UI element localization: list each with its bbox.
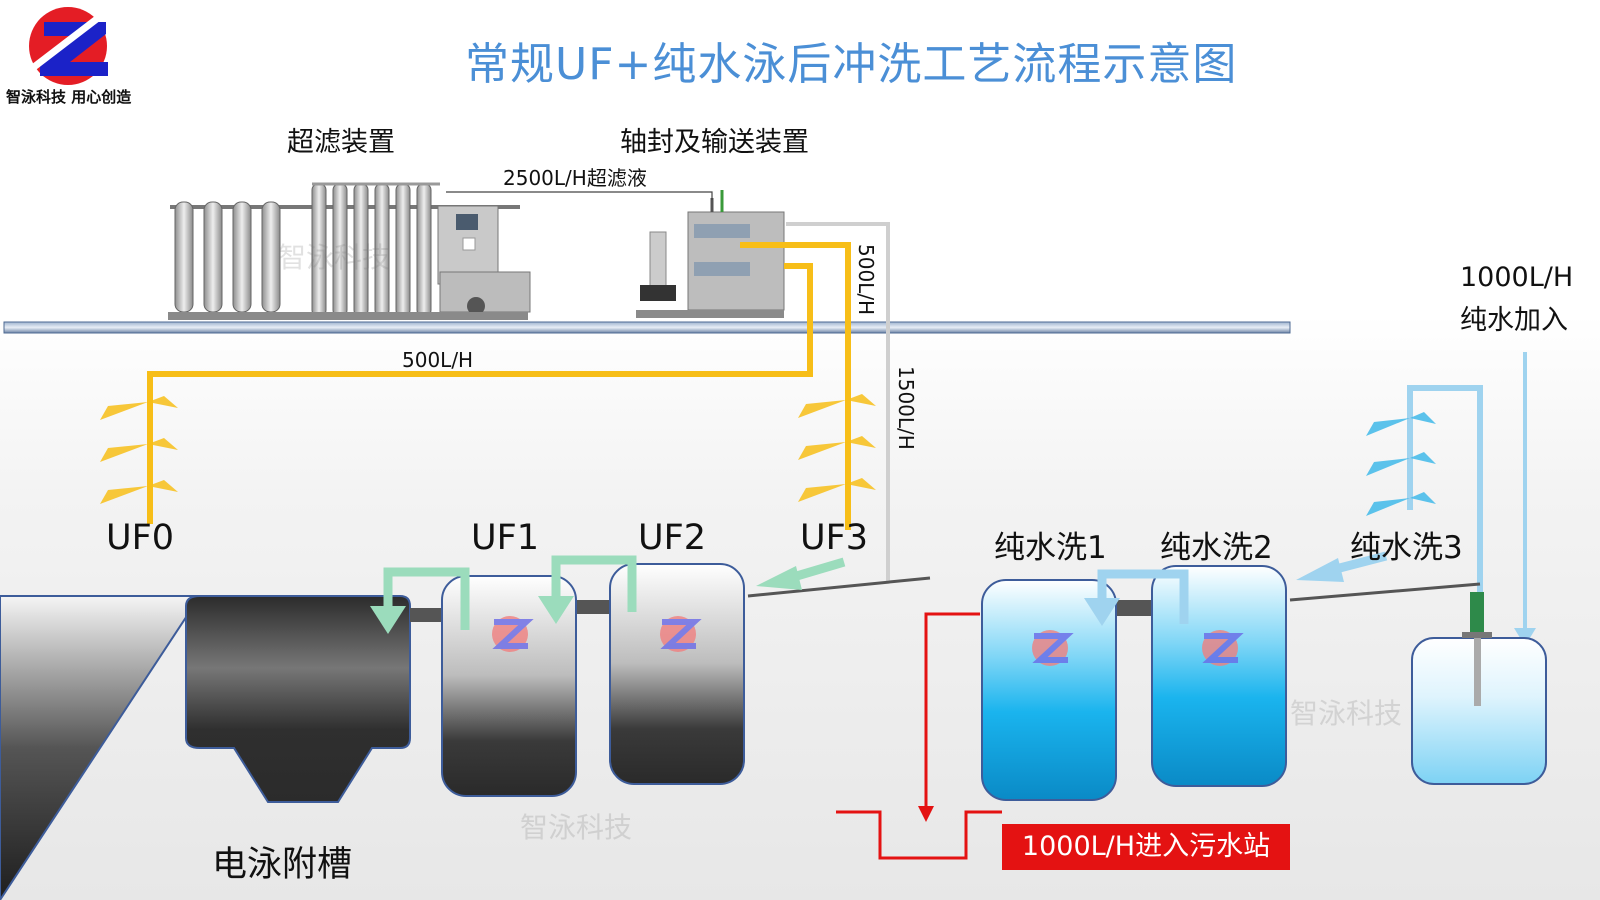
station-label-pw2: 纯水洗2 bbox=[1160, 530, 1273, 566]
station-label-uf3: UF3 bbox=[800, 518, 869, 558]
ultrafiltrate-line bbox=[446, 191, 713, 200]
uf-device-illustration bbox=[168, 182, 531, 320]
connector-ep-uf1 bbox=[410, 608, 442, 622]
waste-station-label: 1000L/H进入污水站 bbox=[1002, 824, 1290, 870]
pump-icon bbox=[1462, 592, 1492, 706]
pure-water-pipes bbox=[1407, 352, 1536, 646]
spray-nozzles-uf3 bbox=[798, 394, 876, 502]
drain-arrowhead bbox=[918, 806, 934, 822]
zhiyong-logo bbox=[27, 7, 108, 85]
station-label-pw1: 纯水洗1 bbox=[994, 530, 1107, 566]
yellow-pipes bbox=[147, 242, 851, 530]
pure-add-label: 纯水加入 bbox=[1460, 305, 1568, 336]
overflow-arrows-pw bbox=[1097, 551, 1388, 624]
uf3-flow-label: 500L/H bbox=[854, 244, 878, 316]
tank-pw1 bbox=[981, 579, 1117, 801]
uf0-flow-label: 500L/H bbox=[402, 348, 474, 372]
tank-uf1 bbox=[441, 575, 577, 797]
watermark-text: 智泳科技 bbox=[278, 241, 391, 274]
connector-uf1-uf2 bbox=[576, 600, 610, 614]
overflow-arrowheads-uf bbox=[370, 566, 802, 634]
entry-ramp bbox=[0, 595, 202, 900]
ep-aux-tank bbox=[185, 595, 411, 803]
watermark-text: 智泳科技 bbox=[520, 811, 633, 844]
ep-tank-label: 电泳附槽 bbox=[212, 845, 353, 885]
tank-uf2 bbox=[609, 563, 745, 785]
brand-slogan: 智泳科技 用心创造 bbox=[6, 88, 132, 106]
shaft-seal-device-illustration bbox=[636, 190, 785, 318]
conveyor-slope-left bbox=[747, 576, 931, 598]
seal-device-label: 轴封及输送装置 bbox=[620, 127, 809, 158]
conveyor-slope-right bbox=[1289, 582, 1481, 602]
tank-pw2 bbox=[1151, 565, 1287, 787]
tank-logo-icon bbox=[492, 616, 1244, 666]
station-label-uf2: UF2 bbox=[638, 518, 707, 558]
station-label-pw3: 纯水洗3 bbox=[1350, 530, 1463, 566]
pure-add-flow-label: 1000L/H bbox=[1460, 262, 1574, 293]
waste-drain-line bbox=[836, 612, 1002, 860]
station-label-uf1: UF1 bbox=[471, 518, 540, 558]
return-flow-label: 1500L/H bbox=[894, 366, 918, 450]
uf-device-label: 超滤装置 bbox=[287, 127, 395, 158]
overflow-arrowheads-pw bbox=[1084, 558, 1344, 626]
spray-nozzles-pw3 bbox=[1366, 412, 1436, 516]
connector-pw1-pw2 bbox=[1116, 600, 1152, 616]
ultrafiltrate-flow-label: 2500L/H超滤液 bbox=[503, 166, 647, 190]
watermark-text: 智泳科技 bbox=[1290, 697, 1403, 730]
spray-nozzles-uf0 bbox=[100, 396, 178, 504]
overhead-conveyor-rail bbox=[3, 321, 1291, 334]
overflow-arrows-uf bbox=[383, 555, 846, 630]
page-title: 常规UF+纯水泳后冲洗工艺流程示意图 bbox=[465, 39, 1238, 90]
return-pipe-1500 bbox=[786, 222, 890, 582]
station-label-uf0: UF0 bbox=[106, 518, 175, 558]
